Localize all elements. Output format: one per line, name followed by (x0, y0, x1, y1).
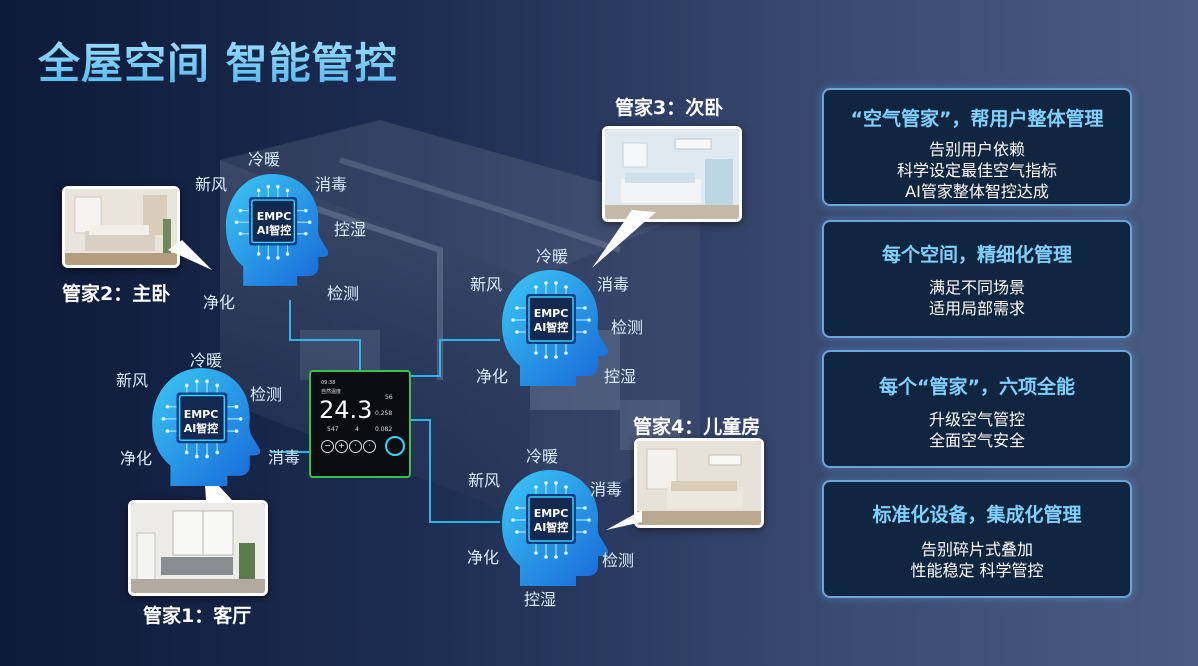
function-humidity: 控湿 (604, 367, 637, 386)
butler-4-label: 管家4：儿童房 (633, 416, 761, 438)
function-purify: 净化 (476, 367, 509, 386)
room-photo-master-bedroom (62, 186, 180, 268)
room-photo-living-room (128, 500, 268, 596)
thermostat-time: 09:38 (321, 380, 336, 386)
function-fresh-air: 新风 (470, 275, 503, 294)
page-title: 全屋空间 智能管控 (38, 30, 398, 91)
info-panel-line: 科学设定最佳空气指标 (896, 161, 1057, 180)
thermostat-humidity: 56 (385, 394, 393, 401)
info-panel-title: 标准化设备，集成化管理 (872, 504, 1082, 526)
function-cooling-heating: 冷暖 (536, 247, 569, 266)
function-humidity: 控湿 (524, 590, 557, 609)
info-panel-2: 每个空间，精细化管理 满足不同场景 适用局部需求 (822, 220, 1132, 338)
function-cooling-heating: 冷暖 (526, 447, 559, 466)
info-panel-line: 升级空气管控 (928, 410, 1025, 429)
info-panel-line: 满足不同场景 (928, 278, 1025, 297)
function-humidity: 控湿 (334, 220, 367, 239)
function-purify: 净化 (467, 548, 500, 567)
info-panel-3: 每个“管家”，六项全能 升级空气管控 全面空气安全 (822, 350, 1132, 468)
function-detect: 检测 (611, 318, 644, 337)
function-purify: 净化 (203, 293, 236, 312)
minus-button[interactable]: − (321, 440, 334, 453)
function-disinfect: 消毒 (315, 175, 348, 194)
plus-button[interactable]: + (335, 440, 348, 453)
info-panel-line: 性能稳定 科学管控 (910, 561, 1044, 580)
info-panel-line: 适用局部需求 (928, 299, 1025, 318)
room-photo-second-bedroom (602, 126, 742, 222)
thermostat-tvoc: 0.258 (375, 410, 393, 417)
function-cooling-heating: 冷暖 (190, 351, 223, 370)
function-disinfect: 消毒 (597, 275, 630, 294)
thermostat-panel[interactable]: 09:38 自然温度 56 24.3 0.258 547 4 0.082 − +… (309, 370, 411, 478)
function-purify: 净化 (120, 449, 153, 468)
info-panel-line: 告别用户依赖 (928, 140, 1025, 159)
function-fresh-air: 新风 (195, 175, 228, 194)
room-photo-kids-room (634, 438, 764, 528)
mode-button[interactable]: · (363, 440, 376, 453)
butler-1-label: 管家1：客厅 (143, 605, 252, 627)
butler-3-label: 管家3：次卧 (615, 97, 724, 119)
info-panel-line: 告别碎片式叠加 (920, 540, 1033, 559)
function-fresh-air: 新风 (468, 471, 501, 490)
function-disinfect: 消毒 (268, 448, 301, 467)
thermostat-co2: 547 (327, 426, 339, 433)
thermostat-temperature: 24.3 (319, 396, 373, 424)
info-panel-1: “空气管家”，帮用户整体管理 告别用户依赖 科学设定最佳空气指标 AI管家整体智… (822, 88, 1132, 206)
function-detect: 检测 (602, 551, 635, 570)
info-panel-line: AI管家整体智控达成 (905, 182, 1049, 201)
fan-button[interactable]: · (349, 440, 362, 453)
info-panel-line: 全面空气安全 (928, 431, 1025, 450)
power-button-icon[interactable] (385, 436, 405, 456)
info-panel-title: 每个“管家”，六项全能 (879, 376, 1075, 398)
function-fresh-air: 新风 (116, 371, 149, 390)
thermostat-mode: 自然温度 (321, 389, 342, 395)
function-disinfect: 消毒 (590, 480, 623, 499)
info-panel-title: 每个空间，精细化管理 (881, 244, 1072, 266)
info-panel-title: “空气管家”，帮用户整体管理 (850, 108, 1104, 130)
info-panel-4: 标准化设备，集成化管理 告别碎片式叠加 性能稳定 科学管控 (822, 480, 1132, 598)
function-detect: 检测 (250, 385, 283, 404)
thermostat-pm25: 4 (355, 426, 359, 433)
butler-2-label: 管家2：主卧 (62, 283, 171, 305)
function-detect: 检测 (327, 284, 360, 303)
function-cooling-heating: 冷暖 (248, 150, 281, 169)
thermostat-formaldehyde: 0.082 (375, 426, 393, 433)
